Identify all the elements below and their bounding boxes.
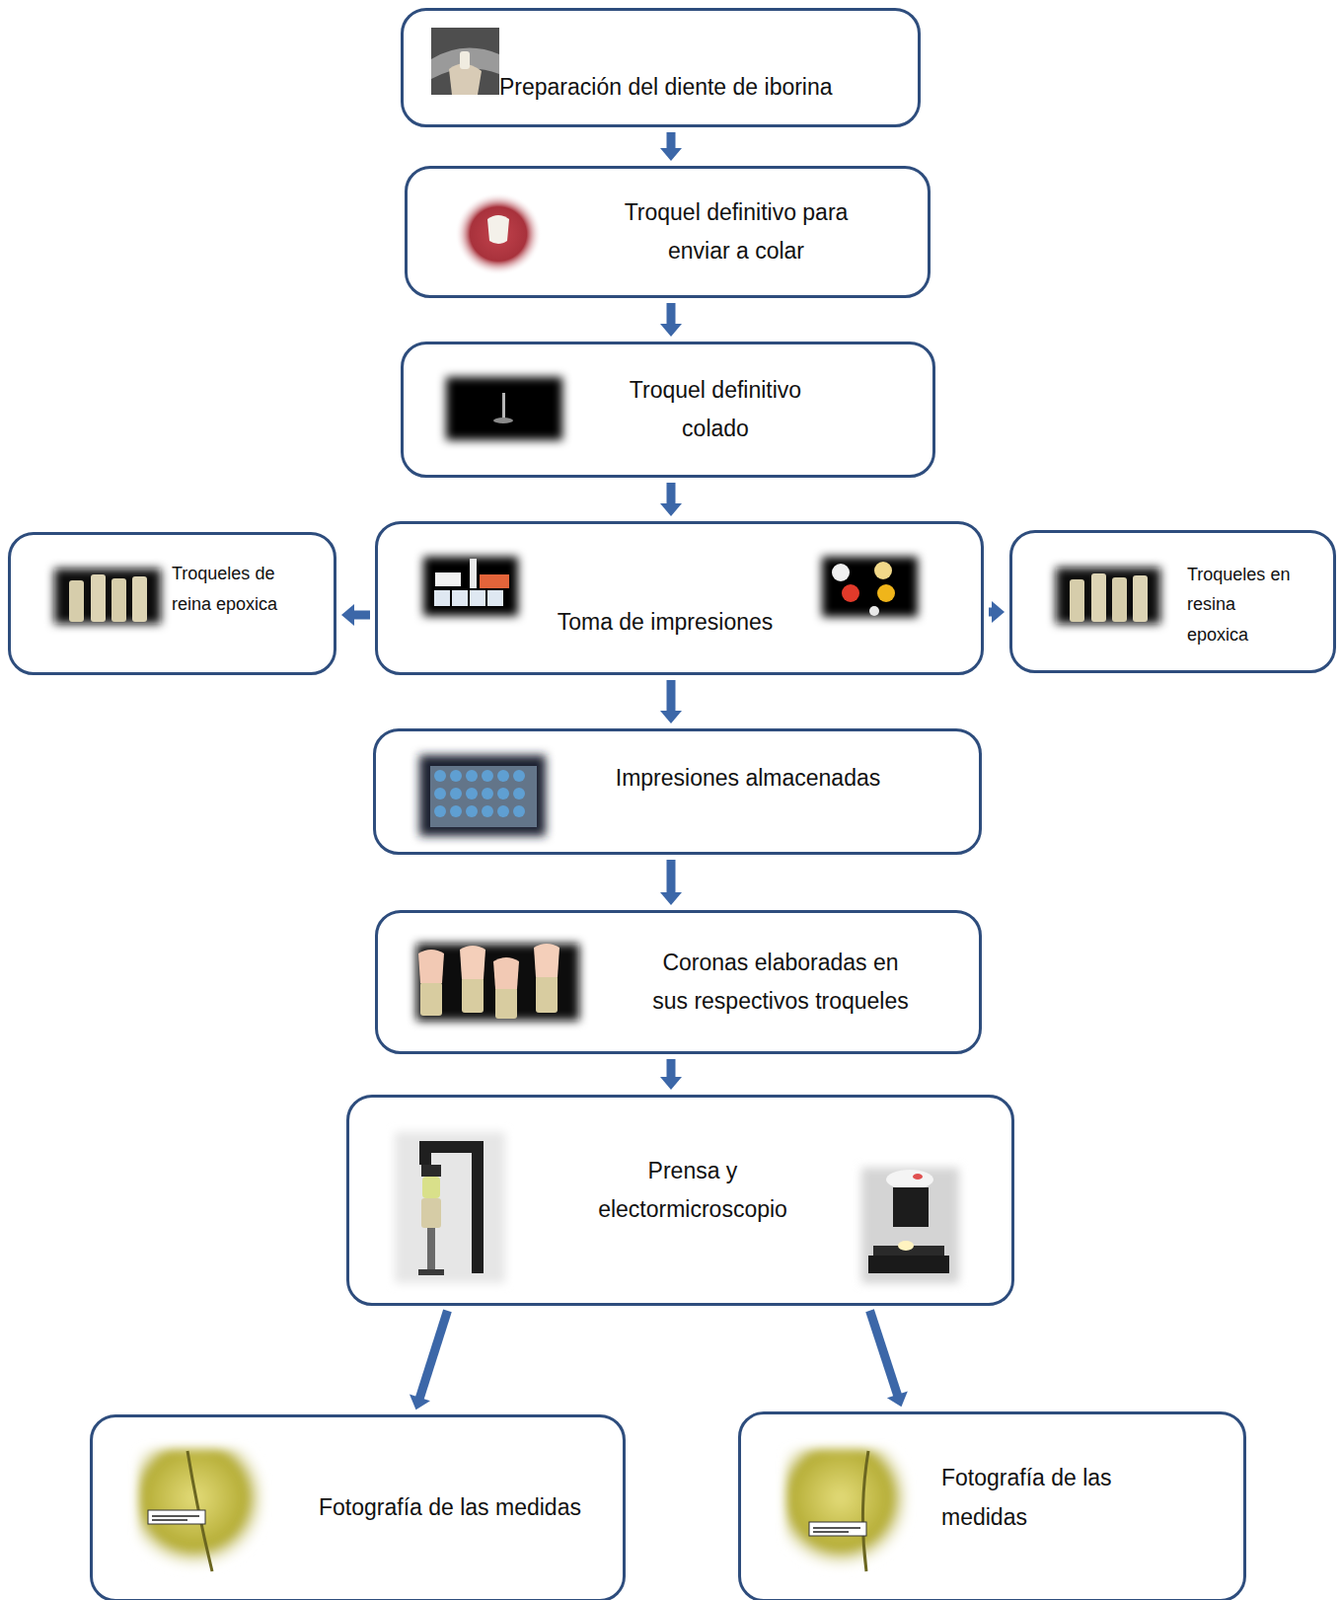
text-area: Troquel definitivo colado [596,341,834,478]
box-label: Fotografía de las medidas [318,1488,582,1527]
box-label: Troquel definitivo colado [596,371,834,448]
arrow-head [409,1394,431,1411]
arrow-head [660,323,682,337]
process-box: Troqueles en resina epoxica [1009,529,1337,673]
flow-arrow [660,302,682,337]
impression-material-photo [821,556,918,617]
process-box: Coronas elaboradas en sus respectivos tr… [374,909,982,1054]
flow-arrow [341,603,371,626]
flow-arrow [870,1310,908,1407]
text-area: Preparación del diente de iborina [499,27,914,148]
text-area: Prensa y electormicroscopio [579,1084,807,1296]
arrow-head [660,503,682,517]
text-area: Coronas elaboradas en sus respectivos tr… [651,909,910,1054]
arrow-shaft [667,859,676,894]
cast-die-photo [446,376,563,441]
process-box: Toma de impresiones [374,521,984,675]
arrow-shaft [353,610,371,620]
arrow-head [887,1390,908,1407]
box-label: Fotografía de las medidas [941,1458,1169,1536]
arrow-head [341,603,355,626]
process-box: Prensa y electormicroscopio [346,1094,1015,1306]
process-box: Fotografía de las medidas [89,1414,626,1600]
box-label: Preparación del diente de iborina [499,68,914,107]
flow-arrow [988,600,1005,623]
flow-arrow [660,859,682,905]
arrow-shaft [419,1310,447,1399]
box-label: Troqueles en resina epoxica [1187,559,1296,651]
text-area: Troquel definitivo para enviar a colar [593,165,880,298]
arrow-head [991,600,1005,623]
box-label: Prensa y electormicroscopio [579,1151,807,1229]
tooth-photo [431,27,500,95]
text-area: Fotografía de las medidas [941,1402,1169,1593]
box-label: Toma de impresiones [517,602,814,642]
press-photo [394,1131,506,1283]
epoxy-dies-photo [1055,567,1161,624]
arrow-shaft [870,1310,898,1396]
box-label: Coronas elaboradas en sus respectivos tr… [651,943,910,1021]
process-box: Fotografía de las medidas [738,1411,1247,1600]
die-photo [454,192,542,276]
stored-impressions-photo [419,754,546,836]
microscope-photo [861,1167,960,1283]
arrow-head [660,1076,682,1090]
impression-material-photo [423,556,519,616]
process-box: Troquel definitivo para enviar a colar [404,165,931,298]
epoxy-dies-photo [54,568,161,624]
arrow-shaft [667,1058,676,1078]
arrow-shaft [667,302,676,325]
arrow-head [660,148,682,161]
flow-arrow [660,1058,682,1090]
measurement-photo [785,1448,908,1571]
text-area: Troqueles en resina epoxica [1187,532,1296,676]
measurement-photo [138,1448,264,1571]
process-box: Troqueles de reina epoxica [7,531,337,675]
flow-arrow [660,132,682,161]
box-label: Troqueles de reina epoxica [171,558,310,619]
arrow-head [660,710,682,724]
box-label: Troquel definitivo para enviar a colar [593,193,880,271]
arrow-shaft [667,132,676,149]
arrow-shaft [667,679,676,712]
crowns-photo [416,943,580,1021]
arrow-head [660,892,682,905]
flow-arrow [409,1310,448,1410]
text-area: Troqueles de reina epoxica [171,517,310,661]
flow-arrow [660,679,682,724]
box-label: Impresiones almacenadas [599,758,896,798]
arrow-shaft [667,482,676,505]
process-box: Preparación del diente de iborina [400,7,921,128]
text-area: Impresiones almacenadas [599,715,896,842]
process-box: Impresiones almacenadas [372,728,982,855]
text-area: Fotografía de las medidas [318,1414,582,1600]
flow-arrow [660,482,682,517]
process-box: Troquel definitivo colado [400,341,936,478]
text-area: Toma de impresiones [517,545,814,700]
